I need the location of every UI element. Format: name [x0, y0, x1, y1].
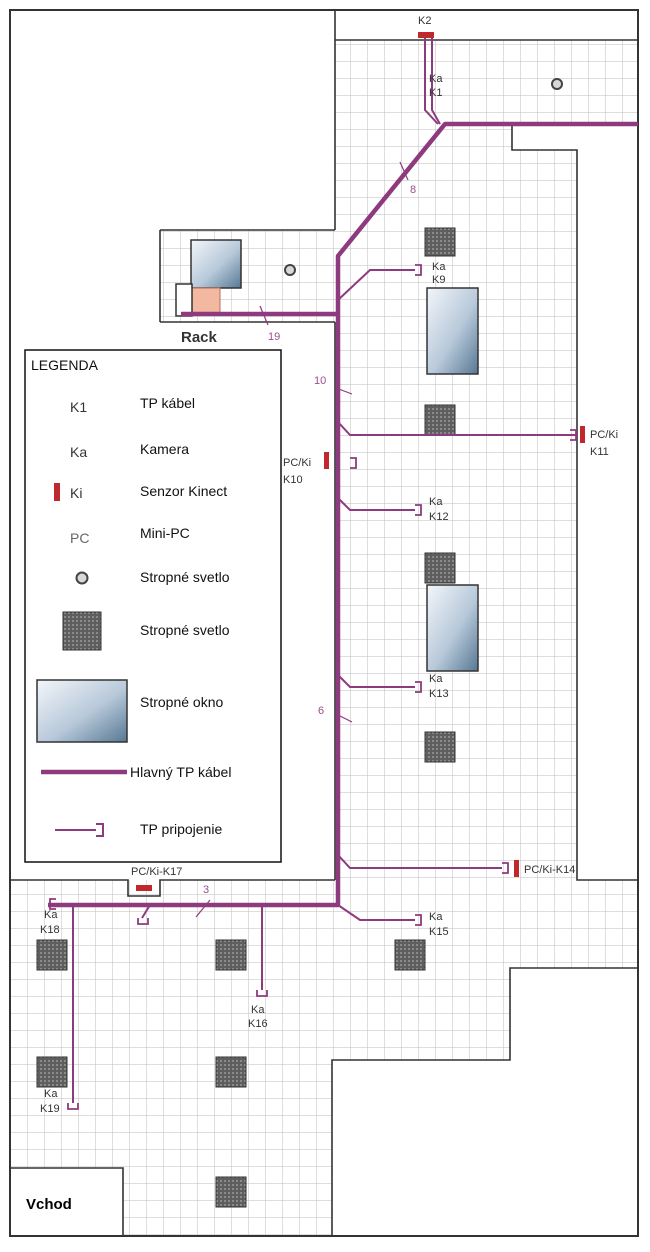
walls: [9, 9, 639, 1237]
sockets: [49, 264, 577, 1110]
square-light-icon: [424, 404, 456, 436]
square-light-icon: [62, 611, 102, 651]
legend-label: Stropné okno: [140, 694, 223, 710]
socket-icon: [256, 990, 268, 997]
device-label: Ka: [429, 73, 443, 85]
rack-label: Rack: [181, 329, 218, 346]
socket-icon: [96, 823, 104, 837]
device-label: K19: [40, 1103, 60, 1115]
legend-label: Senzor Kinect: [140, 483, 227, 499]
legend-box: [24, 349, 282, 863]
socket-icon: [502, 862, 509, 874]
entrance-label: Vchod: [26, 1196, 72, 1213]
socket-icon: [415, 504, 422, 516]
square-light-icon: [424, 552, 456, 584]
segment-numbers: 8 19 10 6 3: [195, 161, 416, 918]
device-label: PC/Ki: [590, 429, 618, 441]
legend-symbol: Ka: [70, 444, 87, 460]
socket-icon: [49, 898, 56, 910]
legend: LEGENDA K1 TP kábel Ka Kamera Ki Senzor …: [24, 349, 282, 863]
segment-number: 19: [268, 331, 280, 343]
kinect-sensor-icon: [54, 483, 60, 501]
square-light-icon: [424, 731, 456, 763]
kinect-sensor-icon: [580, 426, 585, 443]
ceiling-window: [190, 239, 242, 289]
square-light-icon: [215, 1056, 247, 1088]
segment-number: 8: [410, 184, 416, 196]
device-label: K18: [40, 924, 60, 936]
legend-label: TP kábel: [140, 395, 195, 411]
device-label: Ka: [429, 673, 443, 685]
device-label: K10: [283, 474, 303, 486]
circle-light-icon: [284, 264, 296, 276]
ceiling-lights: [36, 227, 456, 1208]
socket-icon: [137, 918, 149, 925]
device-label: PC/Ki-K14: [524, 864, 575, 876]
device-labels: K2 Ka K1 Ka K9 PC/Ki K11 PC/Ki K10 Ka K1…: [40, 15, 618, 1115]
window-icon: [36, 679, 128, 743]
legend-label: Hlavný TP kábel: [130, 764, 231, 780]
device-label: K1: [429, 87, 442, 99]
device-label: Ka: [44, 1088, 58, 1100]
device-label: K2: [418, 15, 431, 27]
kinect-sensor-icon: [136, 885, 152, 891]
segment-number: 3: [203, 884, 209, 896]
square-light-icon: [215, 939, 247, 971]
ceiling-window: [426, 287, 479, 375]
device-label: K12: [429, 511, 449, 523]
socket-icon: [415, 914, 422, 926]
ceiling-window: [426, 584, 479, 672]
kinect-sensor-icon: [418, 32, 434, 38]
square-light-icon: [36, 1056, 68, 1088]
device-label: PC/Ki: [283, 457, 311, 469]
device-label: K9: [432, 274, 445, 286]
device-label: Ka: [432, 261, 446, 273]
socket-icon: [415, 264, 422, 276]
main-cable: [48, 121, 638, 908]
rack-box: [189, 287, 221, 315]
square-light-icon: [394, 939, 426, 971]
legend-label: Stropné svetlo: [140, 622, 230, 638]
device-label: PC/Ki-K17: [131, 866, 182, 878]
legend-label: TP pripojenie: [140, 821, 222, 837]
legend-symbol: PC: [70, 530, 89, 546]
device-label: K15: [429, 926, 449, 938]
rack-frame: [175, 283, 193, 317]
device-label: Ka: [44, 909, 58, 921]
legend-symbol: K1: [70, 399, 87, 415]
segment-number: 10: [314, 375, 326, 387]
socket-icon: [67, 1103, 79, 1110]
device-label: Ka: [251, 1004, 265, 1016]
kinect-sensor-icon: [514, 860, 519, 877]
device-label: K13: [429, 688, 449, 700]
kinect-sensors: [136, 32, 585, 891]
square-light-icon: [215, 1176, 247, 1208]
square-light-icon: [36, 939, 68, 971]
socket-icon: [415, 681, 422, 693]
kinect-sensor-icon: [324, 452, 329, 469]
legend-symbol: Ki: [70, 485, 82, 501]
legend-label: Mini-PC: [140, 525, 190, 541]
socket-icon: [350, 457, 357, 469]
circle-light-icon: [551, 78, 563, 90]
square-light-icon: [424, 227, 456, 257]
connections: [72, 38, 578, 1103]
circle-light-icon: [75, 571, 89, 585]
device-label: K11: [590, 446, 609, 458]
legend-label: Stropné svetlo: [140, 569, 230, 585]
device-label: Ka: [429, 911, 443, 923]
socket-icon: [570, 429, 577, 441]
legend-title: LEGENDA: [31, 357, 99, 373]
segment-number: 6: [318, 705, 324, 717]
device-label: K16: [248, 1018, 268, 1030]
device-label: Ka: [429, 496, 443, 508]
legend-label: Kamera: [140, 441, 189, 457]
